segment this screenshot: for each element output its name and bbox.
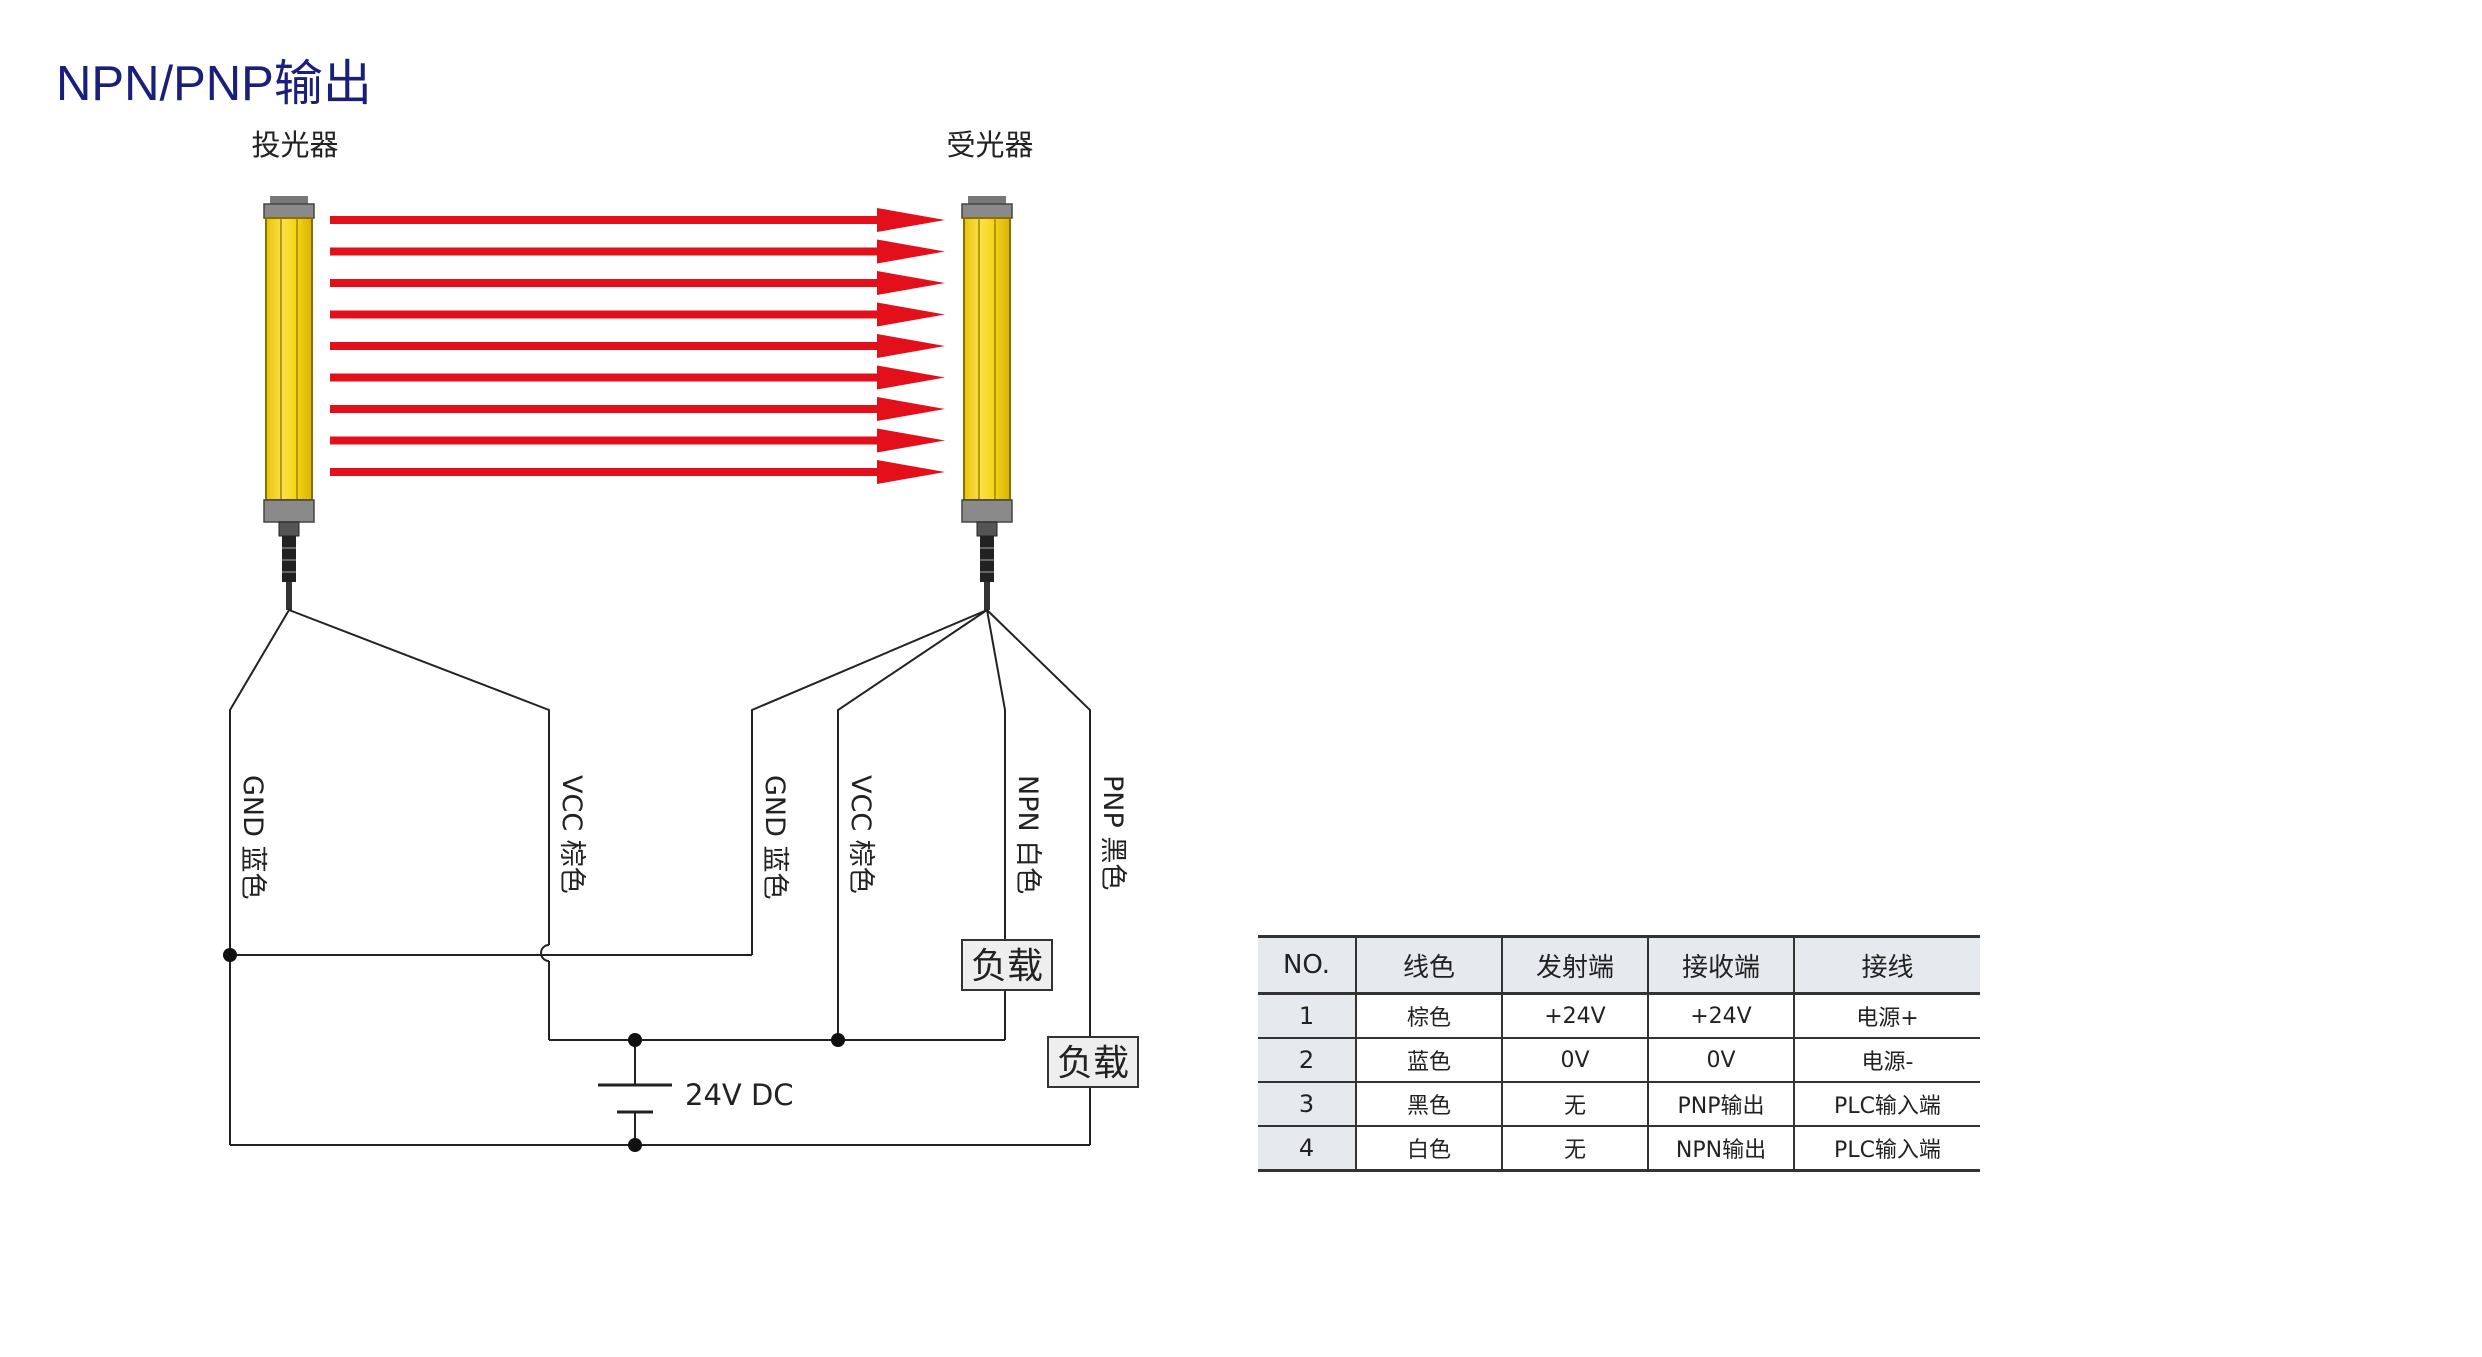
wire-label-emitter-gnd: GND 蓝色 — [237, 775, 268, 900]
cell-wire-color: 蓝色 — [1355, 1037, 1503, 1083]
cell-wire-color: 黑色 — [1355, 1081, 1503, 1127]
emitter-device — [263, 196, 315, 610]
cell-receiver: PNP输出 — [1647, 1081, 1795, 1127]
beam-arrowhead — [877, 460, 945, 484]
wire-emitter-gnd — [229, 609, 290, 955]
emitter-label: 投光器 — [251, 128, 338, 162]
wire-label-receiver-gnd: GND 蓝色 — [759, 775, 790, 900]
beam-shaft — [330, 279, 879, 287]
beam-shaft — [330, 436, 879, 445]
cell-connection: PLC输入端 — [1793, 1125, 1980, 1172]
beam-shaft — [330, 373, 879, 382]
cell-connection: 电源+ — [1793, 992, 1980, 1039]
table-row: 4 白色 无 NPN输出 PLC输入端 — [1258, 1125, 1980, 1172]
cell-no: 4 — [1258, 1125, 1357, 1172]
beam-shaft — [330, 405, 879, 413]
beam-arrowhead — [877, 365, 945, 390]
page-title: NPN/PNP输出 — [56, 57, 372, 111]
cell-emitter: +24V — [1501, 992, 1649, 1039]
battery-symbol — [598, 1083, 672, 1114]
junction-dot — [223, 948, 237, 962]
wiring-table: NO. 线色 发射端 接收端 接线 1 棕色 +24V +24V 电源+ 2 蓝… — [1258, 935, 1980, 1172]
beam-arrowhead — [877, 302, 945, 327]
junction-dot — [628, 1138, 642, 1152]
table-row: 1 棕色 +24V +24V 电源+ — [1258, 992, 1980, 1039]
beam-arrowhead — [877, 239, 945, 264]
cell-emitter: 无 — [1501, 1125, 1649, 1172]
cell-no: 2 — [1258, 1037, 1357, 1083]
receiver-label: 受光器 — [946, 128, 1033, 162]
header-no: NO. — [1258, 935, 1357, 995]
wire-pnp — [986, 609, 1091, 1040]
beam-arrowhead — [877, 428, 945, 453]
beam-shaft — [330, 216, 879, 224]
wire-label-npn: NPN 白色 — [1012, 775, 1043, 894]
wire-receiver-vcc — [837, 609, 988, 1040]
wire-label-pnp: PNP 黑色 — [1097, 775, 1128, 890]
header-emitter: 发射端 — [1501, 935, 1649, 995]
header-receiver: 接收端 — [1647, 935, 1795, 995]
receiver-device — [961, 196, 1013, 610]
junction-dots — [223, 948, 845, 1152]
wiring — [229, 609, 1091, 1146]
beam-arrowhead — [877, 208, 945, 232]
wire-emitter-vcc — [288, 609, 550, 945]
cell-receiver: 0V — [1647, 1037, 1795, 1083]
load-label: 负载 — [971, 946, 1043, 987]
beam-shaft — [330, 310, 879, 319]
junction-dot — [831, 1033, 845, 1047]
load-label: 负载 — [1057, 1043, 1129, 1084]
cell-wire-color: 棕色 — [1355, 992, 1503, 1039]
beam-arrowhead — [877, 271, 945, 295]
cell-no: 1 — [1258, 992, 1357, 1039]
header-connection: 接线 — [1793, 935, 1980, 995]
wire-receiver-gnd — [751, 609, 988, 955]
wire-crossover — [540, 944, 550, 962]
table-row: 3 黑色 无 PNP输出 PLC输入端 — [1258, 1081, 1980, 1127]
junction-dot — [628, 1033, 642, 1047]
beam-arrowhead — [877, 397, 945, 421]
wire-label-emitter-vcc: VCC 棕色 — [556, 775, 587, 894]
cell-receiver: NPN输出 — [1647, 1125, 1795, 1172]
header-wire-color: 线色 — [1355, 935, 1503, 995]
beam-shaft — [330, 342, 879, 350]
cell-emitter: 0V — [1501, 1037, 1649, 1083]
cell-connection: PLC输入端 — [1793, 1081, 1980, 1127]
wire-npn — [986, 609, 1006, 940]
cell-receiver: +24V — [1647, 992, 1795, 1039]
cell-emitter: 无 — [1501, 1081, 1649, 1127]
cell-wire-color: 白色 — [1355, 1125, 1503, 1172]
beam-shaft — [330, 468, 879, 476]
supply-label: 24V DC — [685, 1078, 794, 1112]
cell-no: 3 — [1258, 1081, 1357, 1127]
beam-arrowhead — [877, 334, 945, 358]
load-box-pnp: 负载 — [1047, 1036, 1139, 1088]
wire-label-receiver-vcc: VCC 棕色 — [845, 775, 876, 894]
beam-shaft — [330, 247, 879, 256]
light-beams — [330, 208, 945, 484]
cell-connection: 电源- — [1793, 1037, 1980, 1083]
load-box-npn: 负载 — [961, 939, 1053, 991]
table-header-row: NO. 线色 发射端 接收端 接线 — [1258, 935, 1980, 995]
table-row: 2 蓝色 0V 0V 电源- — [1258, 1037, 1980, 1083]
